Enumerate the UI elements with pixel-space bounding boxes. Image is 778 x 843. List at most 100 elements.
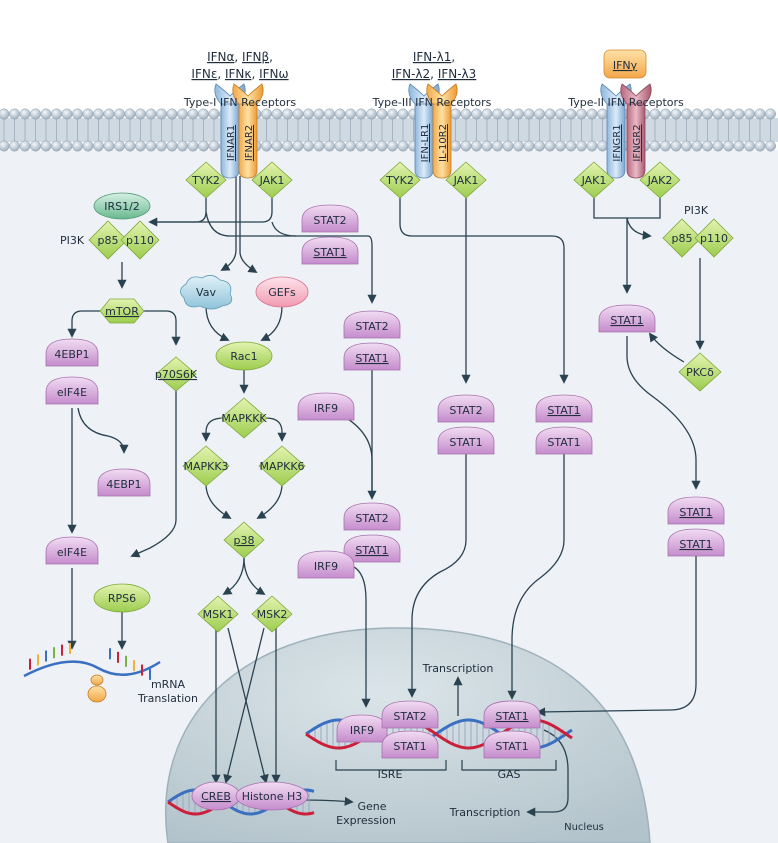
- node-p85-type2[interactable]: p85: [662, 218, 702, 258]
- node-label: PKCδ: [686, 366, 714, 379]
- node-label: STAT1: [547, 436, 580, 449]
- cell-membrane: [0, 108, 778, 152]
- node-label: STAT1: [679, 506, 712, 519]
- node-4ebp1-upper[interactable]: 4EBP1: [45, 338, 99, 367]
- nucleus-label: Nucleus: [564, 822, 604, 833]
- node-label: STAT2: [449, 404, 482, 417]
- node-irs1-2[interactable]: IRS1/2: [93, 192, 151, 220]
- gas-label: GAS: [497, 768, 520, 781]
- node-p85-type1[interactable]: p85: [88, 220, 128, 260]
- node-stat1-c[interactable]: STAT1: [343, 534, 401, 563]
- node-histone-h3[interactable]: Histone H3: [235, 781, 309, 811]
- node-label: TYK2: [191, 174, 220, 187]
- receptor-ifnar2[interactable]: IFNAR2: [232, 83, 264, 179]
- node-tyk2-type3[interactable]: TYK2: [379, 161, 421, 199]
- node-label: RPS6: [108, 592, 136, 605]
- pi3k-label-type1: PI3K: [60, 234, 85, 247]
- node-mapkkk[interactable]: MAPKKK: [220, 397, 268, 439]
- node-label: IRF9: [350, 724, 374, 737]
- node-label: IRF9: [314, 402, 338, 415]
- node-label: 4EBP1: [54, 348, 89, 361]
- node-label: STAT1: [393, 740, 426, 753]
- ligand-type1-line1: IFNα, IFNβ,: [207, 50, 273, 64]
- node-label: p110: [126, 234, 154, 247]
- receptor-label: IL-10R2: [438, 124, 449, 162]
- node-mapkk6[interactable]: MAPKK6: [258, 445, 306, 487]
- node-label: MSK1: [203, 608, 234, 621]
- node-label: CREB: [201, 790, 231, 803]
- node-msk1[interactable]: MSK1: [197, 595, 239, 633]
- transcription-label-top: Transcription: [422, 662, 494, 675]
- node-stat1-i[interactable]: STAT1: [667, 528, 725, 557]
- node-stat1-gas-b[interactable]: STAT1: [483, 730, 541, 759]
- node-eif4e-upper[interactable]: eIF4E: [45, 376, 99, 405]
- node-stat2-c[interactable]: STAT2: [343, 502, 401, 531]
- node-irf9-nuclear[interactable]: IRF9: [336, 714, 388, 743]
- node-stat1-f[interactable]: STAT1: [535, 426, 593, 455]
- node-eif4e-lower[interactable]: eIF4E: [45, 536, 99, 565]
- node-label: eIF4E: [57, 386, 87, 399]
- receptor-il10r2[interactable]: IL-10R2: [426, 83, 458, 179]
- node-p110-type1[interactable]: p110: [120, 220, 160, 260]
- node-p70s6k[interactable]: p70S6K: [155, 356, 198, 392]
- type3-receptor-label: Type-III IFN Receptors: [372, 96, 492, 109]
- node-mtor[interactable]: mTOR: [99, 298, 145, 324]
- node-label: Rac1: [230, 350, 257, 363]
- node-jak1-type1[interactable]: JAK1: [251, 161, 293, 199]
- node-stat1-a[interactable]: STAT1: [301, 236, 359, 265]
- node-label: MAPKK6: [259, 460, 304, 473]
- node-gefs[interactable]: GEFs: [255, 276, 309, 308]
- node-4ebp1-lower[interactable]: 4EBP1: [97, 468, 151, 497]
- type2-receptor-label: Type-II IFN Receptors: [567, 96, 684, 109]
- node-jak1-type2[interactable]: JAK1: [573, 161, 615, 199]
- node-stat1-gas-a[interactable]: STAT1: [483, 700, 541, 729]
- receptor-label: IFNAR2: [244, 125, 255, 161]
- node-pkcdelta[interactable]: PKCδ: [678, 352, 722, 392]
- receptor-label: IFNGR1: [612, 124, 623, 161]
- node-label: STAT2: [313, 214, 346, 227]
- node-stat2-a[interactable]: STAT2: [301, 204, 359, 233]
- pathway-arrows: [67, 176, 705, 817]
- node-jak1-type3[interactable]: JAK1: [445, 161, 487, 199]
- node-jak2-type2[interactable]: JAK2: [639, 161, 681, 199]
- node-mapkk3[interactable]: MAPKK3: [182, 445, 230, 487]
- node-tyk2-type1[interactable]: TYK2: [185, 161, 227, 199]
- node-stat1-e[interactable]: STAT1: [535, 394, 593, 423]
- receptor-ifngr2[interactable]: IFNGR2: [620, 83, 652, 179]
- node-stat1-b[interactable]: STAT1: [343, 342, 401, 371]
- node-label: IFNγ: [613, 59, 638, 72]
- node-stat1-g[interactable]: STAT1: [598, 304, 656, 333]
- ligand-ifngamma[interactable]: IFNγ: [603, 49, 647, 79]
- node-p110-type2[interactable]: p110: [694, 218, 734, 258]
- node-stat1-h[interactable]: STAT1: [667, 496, 725, 525]
- node-label: p85: [672, 232, 693, 245]
- node-label: JAK1: [581, 174, 607, 187]
- node-stat2-nuclear[interactable]: STAT2: [381, 700, 439, 729]
- node-stat1-nuclear[interactable]: STAT1: [381, 730, 439, 759]
- node-irf9-a[interactable]: IRF9: [297, 392, 355, 421]
- node-label: STAT2: [355, 320, 388, 333]
- node-label: MSK2: [257, 608, 288, 621]
- node-vav[interactable]: Vav: [180, 275, 233, 310]
- node-p38[interactable]: p38: [223, 521, 265, 559]
- response-element-brackets: [335, 760, 557, 771]
- ligand-type1-line2: IFNε, IFNκ, IFNω: [191, 67, 288, 81]
- node-stat1-d[interactable]: STAT1: [437, 426, 495, 455]
- node-label: p70S6K: [155, 368, 198, 381]
- node-label: STAT2: [393, 710, 426, 723]
- node-irf9-b[interactable]: IRF9: [297, 550, 355, 579]
- node-label: STAT1: [495, 710, 528, 723]
- node-label: STAT1: [355, 544, 388, 557]
- node-rac1[interactable]: Rac1: [215, 341, 273, 371]
- node-stat2-b[interactable]: STAT2: [343, 310, 401, 339]
- node-creb[interactable]: CREB: [191, 781, 241, 811]
- node-msk2[interactable]: MSK2: [251, 595, 293, 633]
- node-label: JAK1: [259, 174, 285, 187]
- node-label: STAT1: [547, 404, 580, 417]
- node-rps6[interactable]: RPS6: [93, 583, 151, 613]
- node-stat2-d[interactable]: STAT2: [437, 394, 495, 423]
- node-label: Histone H3: [242, 790, 303, 803]
- receptor-label: IFNAR1: [226, 125, 237, 161]
- node-label: JAK2: [647, 174, 673, 187]
